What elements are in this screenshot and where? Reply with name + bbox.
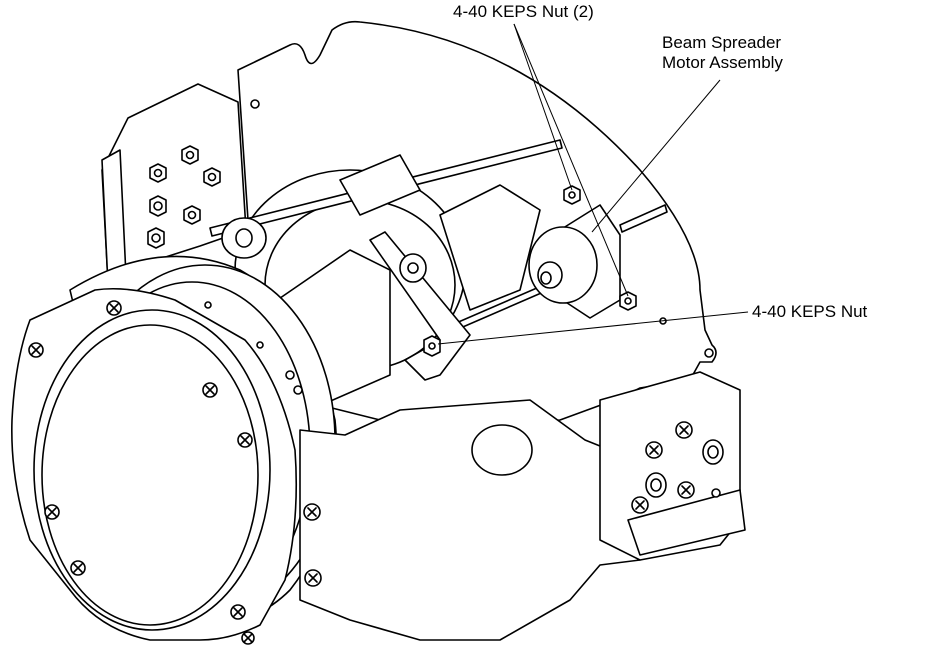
left-bracket-hardware — [147, 145, 221, 249]
callout-motor-line1: Beam Spreader — [662, 33, 782, 52]
linkage-pivot-inner — [407, 262, 419, 274]
motor-cylinder — [439, 184, 541, 311]
motor-output-shaft — [619, 204, 668, 233]
lens-glass — [41, 324, 259, 626]
ring-hole — [285, 370, 295, 380]
bracket-slot — [471, 424, 533, 476]
callout-motor-line2: Motor Assembly — [662, 53, 783, 72]
callout-keps-nut-pair: 4-40 KEPS Nut (2) — [453, 2, 594, 21]
ring-hole — [256, 341, 264, 349]
right-bracket-lower — [627, 489, 746, 556]
keps-nut-pair — [563, 185, 637, 311]
bracket-screws — [303, 503, 322, 587]
leader-line-nut-pair — [513, 23, 573, 191]
upper-rod-collar-face — [235, 228, 253, 248]
ring-hole — [204, 301, 212, 309]
ring-hole — [293, 385, 303, 395]
bottom-bracket — [299, 399, 641, 641]
motor-cylinder — [339, 154, 421, 216]
beam-spreader-motor-face — [528, 226, 598, 304]
plate-hole — [250, 99, 260, 109]
beam-spreader-motor-shaft — [540, 271, 552, 285]
bezel-screws — [28, 300, 255, 645]
keps-nut-single — [423, 335, 441, 357]
leader-line-nut — [437, 311, 749, 345]
right-bracket-hardware — [631, 421, 724, 514]
callout-keps-nut: 4-40 KEPS Nut — [752, 302, 868, 321]
leader-line-nut-pair — [513, 23, 629, 297]
callout-beam-spreader-motor: Beam Spreader Motor Assembly — [662, 33, 783, 73]
plate-hole — [704, 348, 714, 358]
leader-line-motor — [591, 79, 721, 233]
